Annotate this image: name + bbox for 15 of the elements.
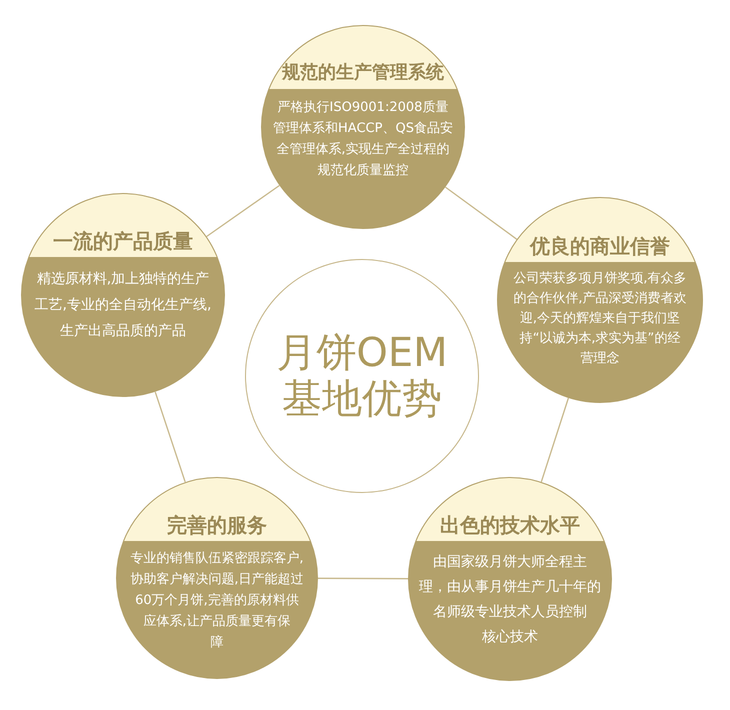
circle-description: 精选原材料,加上独特的生产工艺,专业的全自动化生产线,生产出高品质的产品 bbox=[34, 270, 212, 341]
connector-line bbox=[154, 392, 186, 482]
circle-title: 出色的技术水平 bbox=[440, 512, 580, 537]
center-heading: 月饼OEM基地优势 bbox=[275, 330, 449, 422]
circle-title: 优良的商业信誉 bbox=[530, 234, 670, 258]
circle-description: 公司荣获多项月饼奖项,有众多的合作伙伴,产品深受消费者欢迎,今天的辉煌来自于我们坚持“以诚为本,求实为基”的经营理念 bbox=[512, 270, 688, 368]
connector-line bbox=[206, 184, 280, 238]
connector-line bbox=[445, 186, 518, 240]
circle-title: 一流的产品质量 bbox=[53, 228, 193, 253]
circle-description: 由国家级月饼大师全程主理，由从事月饼生产几十年的名师级专业技术人员控制核心技术 bbox=[418, 553, 602, 647]
circle-title: 规范的生产管理系统 bbox=[282, 62, 444, 84]
connector-line bbox=[540, 398, 570, 482]
circle-description: 严格执行ISO9001:2008质量管理体系和HACCP、QS食品安全管理体系,实现生产全过程的规范化质量监控 bbox=[272, 99, 454, 180]
circle-description: 专业的销售队伍紧密跟踪客户,协助客户解决问题,日产能超过60万个月饼,完善的原材料供应体系,让产品质量更有保障 bbox=[129, 550, 305, 652]
circle-title: 完善的服务 bbox=[167, 512, 267, 537]
